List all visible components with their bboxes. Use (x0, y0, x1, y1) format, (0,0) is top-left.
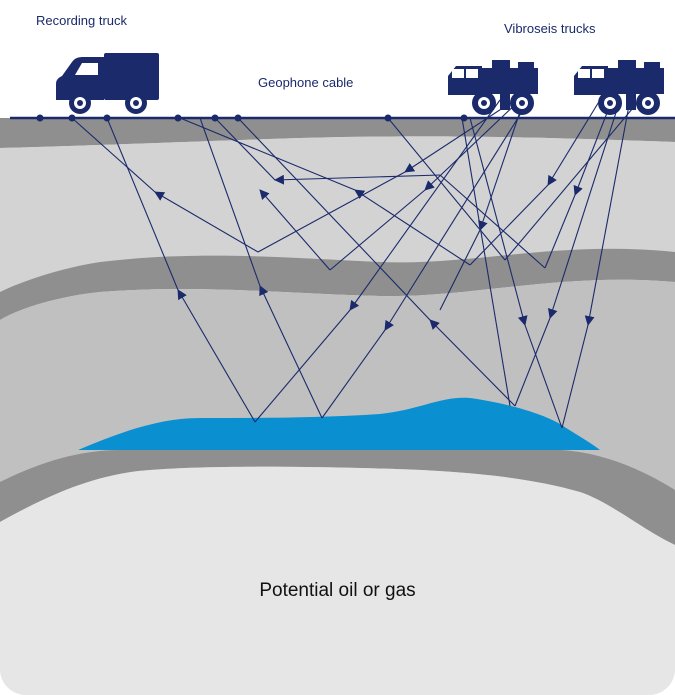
geophone-icon (103, 114, 111, 122)
ray-up (429, 319, 516, 407)
surface-layer (0, 118, 675, 148)
ray-up (106, 117, 179, 291)
ray-up (199, 117, 261, 287)
geophone-icon (211, 114, 219, 122)
ray-down (561, 324, 589, 429)
ray-down (514, 317, 551, 407)
ray-down (469, 184, 549, 266)
geophones (36, 114, 468, 122)
geophone-icon (234, 114, 242, 122)
reservoir (78, 397, 600, 450)
vibroseis-truck-icon (574, 60, 664, 115)
recording-truck-label: Recording truck (36, 13, 128, 28)
ray-down (404, 99, 516, 173)
seismic-rays (71, 99, 639, 429)
ray-up (177, 289, 256, 423)
ray-down (321, 329, 386, 419)
geophone-icon (460, 114, 468, 122)
ray-up (354, 189, 471, 266)
geophone-cable-label: Geophone cable (258, 75, 354, 90)
ray-up (259, 285, 323, 419)
geophone-icon (36, 114, 44, 122)
potential-oil-gas-zone (0, 466, 675, 695)
ray-down (254, 309, 351, 423)
ray-down (329, 189, 426, 271)
ray-down (384, 101, 529, 331)
ray-down (547, 99, 601, 186)
ray-down (524, 324, 563, 429)
ray-down (544, 194, 576, 269)
ray-up (274, 174, 441, 185)
ray-down (548, 99, 621, 319)
ray-down (257, 171, 406, 253)
vibroseis-trucks-label: Vibroseis trucks (504, 21, 596, 36)
geophone-icon (174, 114, 182, 122)
ray-down (424, 99, 521, 191)
ray-up (259, 189, 331, 271)
ray-up (439, 174, 546, 269)
reservoir-base-layer (0, 450, 675, 545)
ray-up (71, 117, 156, 193)
ray-down (573, 99, 613, 196)
ray-down (439, 229, 481, 311)
potential-oil-gas-label: Potential oil or gas (259, 580, 416, 601)
ray-down (504, 101, 639, 261)
ray-down (584, 99, 631, 326)
geophone-icon (384, 114, 392, 122)
ray-up (387, 117, 506, 261)
ray-up (214, 117, 276, 181)
ray-up (237, 117, 431, 321)
ray-up (154, 191, 259, 253)
ray-down (461, 117, 511, 407)
recording-truck-icon (56, 53, 159, 114)
vibroseis-truck-icon (448, 60, 538, 115)
ray-down (478, 99, 525, 231)
geophone-icon (68, 114, 76, 122)
ray-down (469, 117, 528, 326)
